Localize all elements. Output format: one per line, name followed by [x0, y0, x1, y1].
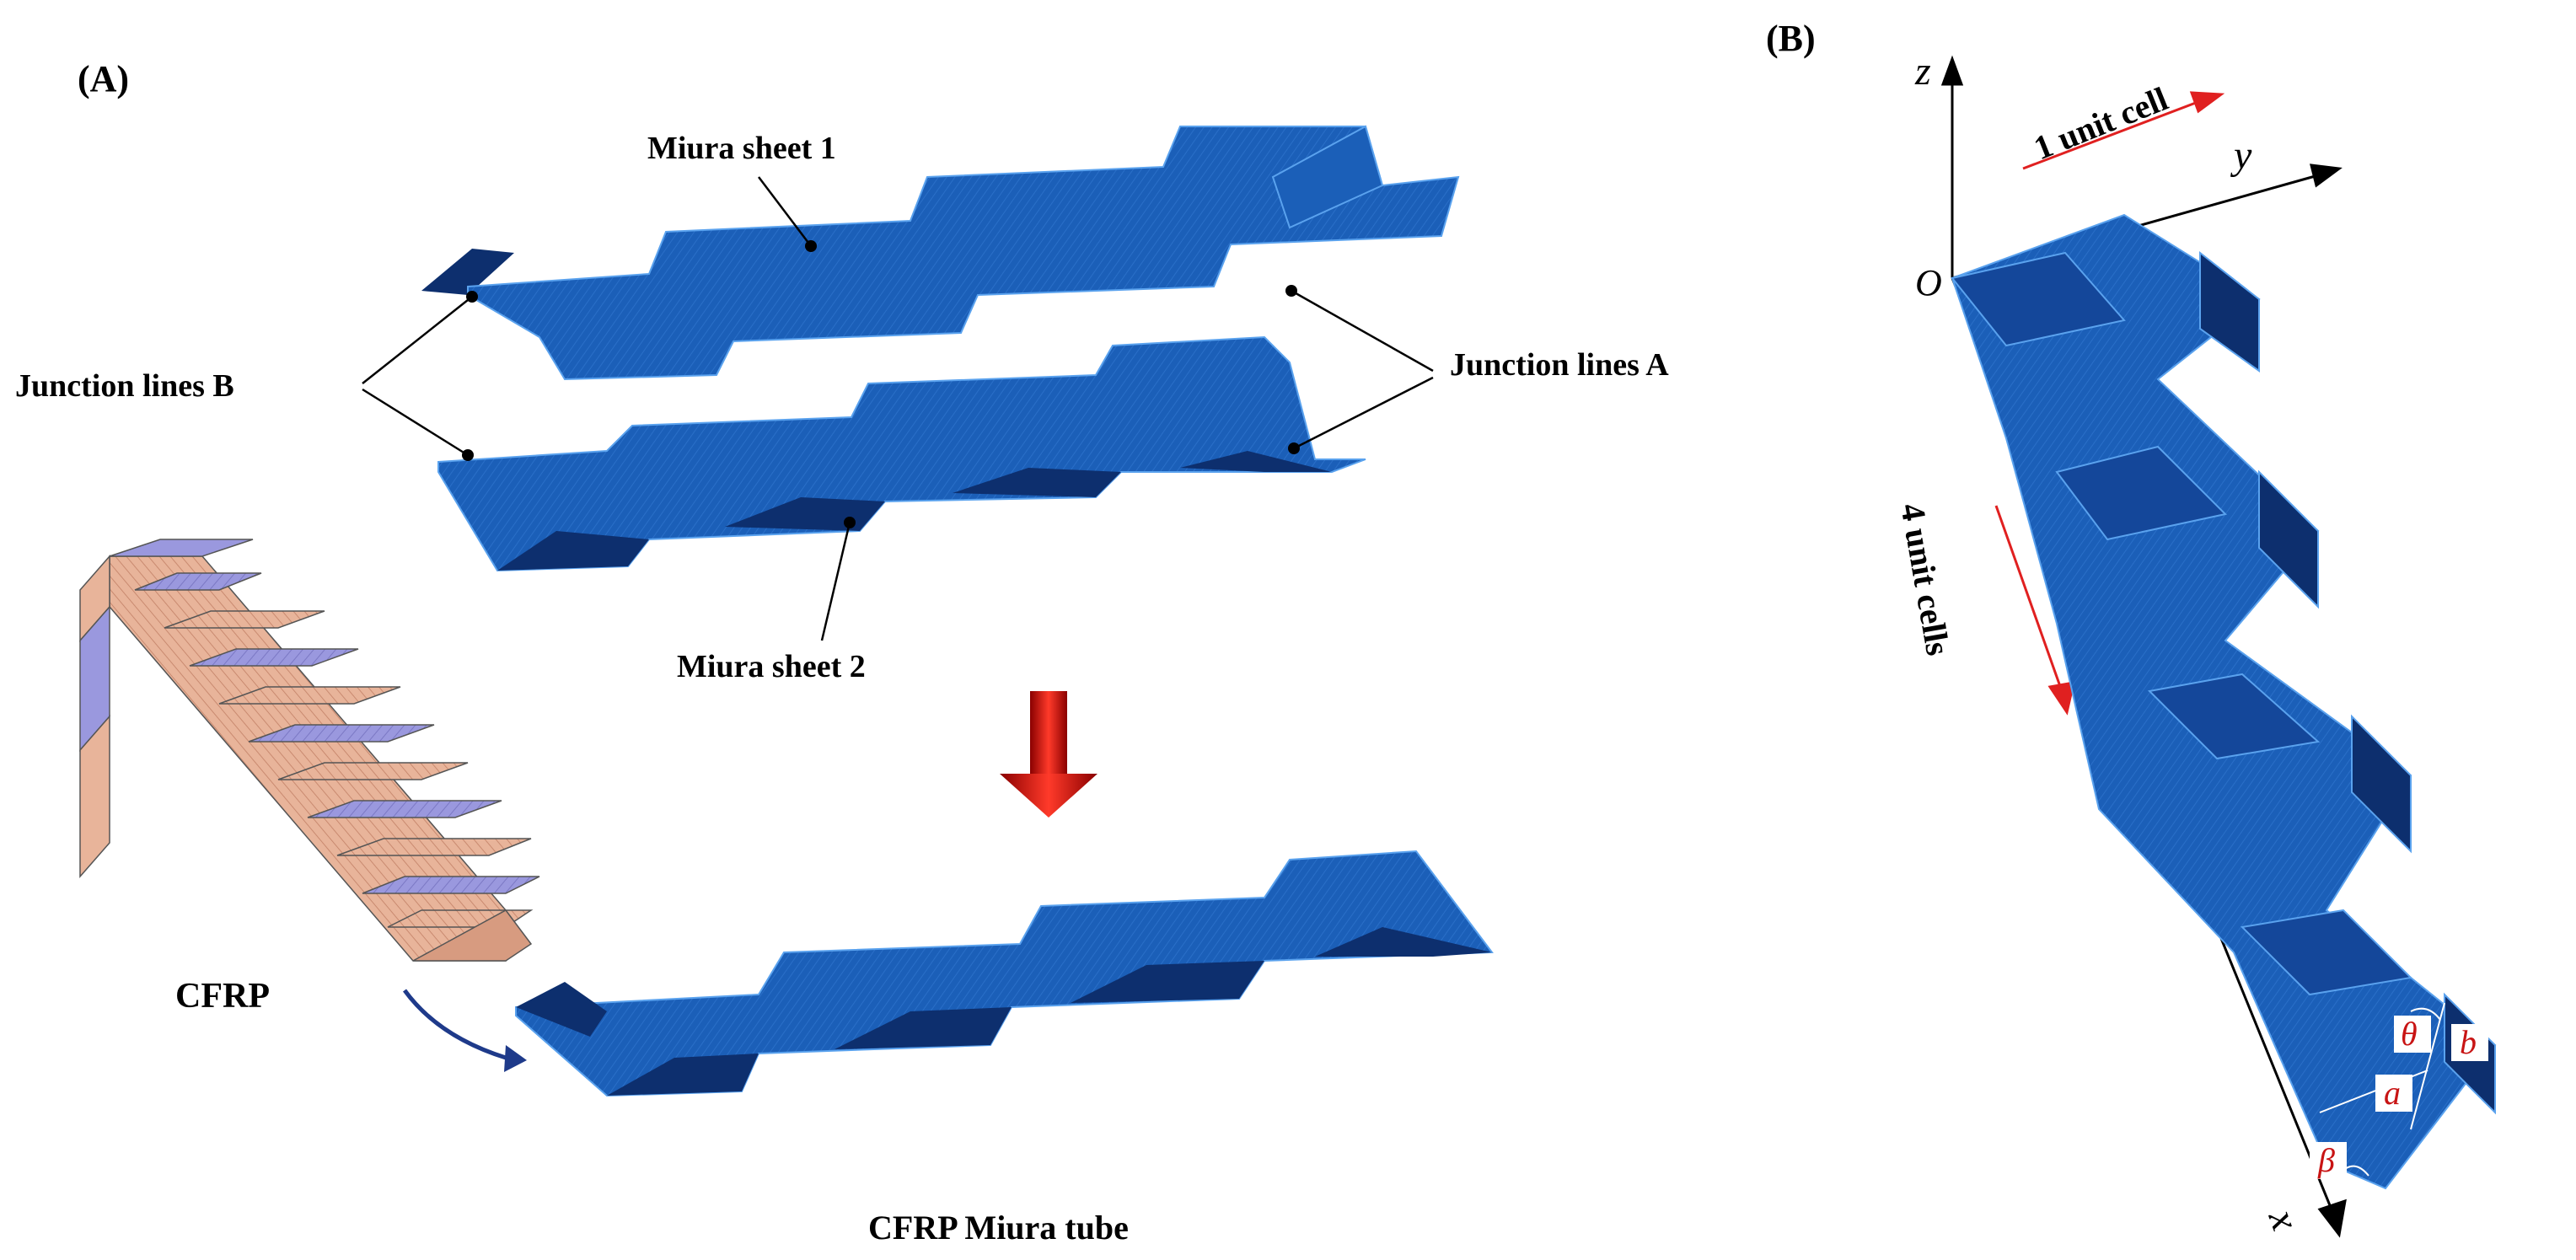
param-b: b — [2460, 1023, 2477, 1061]
panel-b-label: (B) — [1766, 18, 1816, 59]
param-beta: β — [2317, 1141, 2335, 1179]
leader-lines — [362, 176, 1434, 641]
panel-a: (A) Miura she — [15, 58, 1669, 1247]
column-mid-1 — [1951, 251, 2126, 347]
sheet1-surface — [467, 126, 1460, 381]
material-label: CFRP — [175, 977, 270, 1016]
parameter-annotations: θ a b β — [2310, 1002, 2488, 1181]
unit-cell-arrow-line — [2022, 99, 2201, 170]
column-mid-2 — [2055, 445, 2228, 541]
tube-front-end — [516, 982, 607, 1037]
tube-shadow-3 — [1071, 961, 1264, 1003]
z-axis-head — [1940, 55, 1964, 86]
panel-a-label: (A) — [78, 58, 129, 99]
cfrp-pointer-head — [504, 1045, 527, 1072]
tube-shadow-4 — [1315, 927, 1492, 957]
down-arrow — [1000, 691, 1097, 818]
sheet1-label: Miura sheet 1 — [647, 131, 836, 166]
miura-sheet-1 — [421, 125, 1460, 381]
sheet1-fold-panel — [1271, 125, 1384, 229]
param-a: a — [2384, 1074, 2401, 1112]
y-axis-head — [2310, 164, 2343, 188]
origin-label: O — [1915, 262, 1942, 303]
sheet1-shadow-left — [421, 249, 514, 295]
cfrp-miura-tube — [515, 850, 1494, 1097]
param-theta: θ — [2401, 1015, 2418, 1053]
axis-y-label: y — [2230, 133, 2252, 178]
sheet2-shadow-4 — [1180, 451, 1332, 472]
cfrp-laminate — [79, 539, 540, 962]
column-dark-1 — [2199, 250, 2260, 373]
unit-cell-label: 1 unit cell — [2029, 79, 2173, 167]
column-dark-3 — [2351, 714, 2412, 854]
junction-b-label: Junction lines B — [15, 368, 234, 404]
dimension-lines — [2319, 1002, 2445, 1181]
cfrp-pointer-arrow — [402, 989, 507, 1060]
tube-top-surface — [515, 850, 1494, 1097]
panel-b: (B) z y x O 1 unit cell 4 unit cells — [1766, 18, 2497, 1238]
sheet2-shadow-3 — [953, 468, 1121, 497]
direction-arrows — [1994, 91, 2225, 716]
a-box — [2375, 1075, 2412, 1112]
b-box — [2451, 1024, 2488, 1061]
tube-shadow-1 — [607, 1054, 759, 1096]
axis-x-label: x — [2259, 1203, 2307, 1236]
x-axis-head — [2317, 1198, 2347, 1238]
unit-cell-arrow-head — [2189, 91, 2225, 114]
sheet2-shadow-1 — [497, 531, 649, 571]
column-mid-3 — [2147, 673, 2321, 760]
unit-cells-label: 4 unit cells — [1893, 501, 1957, 658]
theta-box — [2394, 1016, 2431, 1053]
tube-label: CFRP Miura tube — [868, 1209, 1129, 1247]
junction-a-label: Junction lines A — [1450, 347, 1669, 383]
sheet2-label: Miura sheet 2 — [677, 649, 866, 684]
unit-cells-arrow-head — [2047, 681, 2075, 716]
unit-cells-arrow-line — [1994, 505, 2063, 692]
axis-z-label: z — [1914, 49, 1931, 94]
column-mid-4 — [2240, 909, 2413, 996]
miura-column — [1951, 213, 2497, 1190]
tube-shadow-2 — [835, 1007, 1012, 1049]
miura-sheet-2 — [437, 335, 1366, 572]
column-dark-2 — [2258, 469, 2319, 609]
